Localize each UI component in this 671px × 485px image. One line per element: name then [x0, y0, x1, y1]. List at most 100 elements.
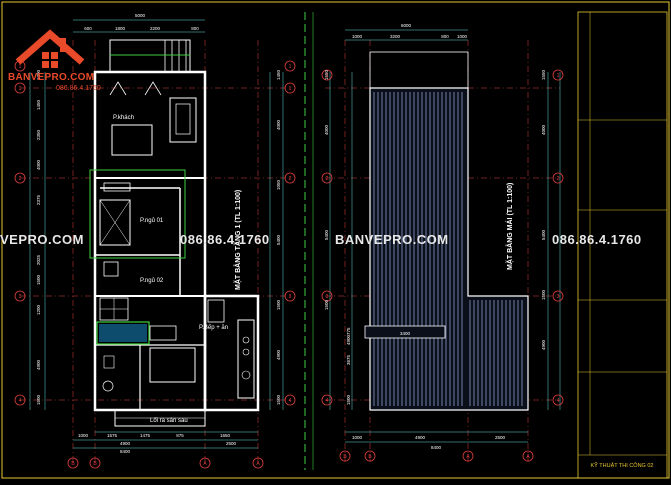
dim-label: 1500 — [36, 274, 41, 285]
dim-label: 1000 — [352, 34, 363, 39]
dim-label: 775 — [346, 327, 351, 335]
dim-label: 1000 — [78, 433, 89, 438]
axis-label: 2 — [289, 176, 292, 182]
dim-label: 3400 — [400, 331, 411, 336]
rear-exit-label: Lối ra sân sau — [150, 418, 188, 424]
dim-label: 1575 — [107, 433, 118, 438]
dim-label: 4000 — [541, 124, 546, 135]
dim-label: 4900 — [276, 349, 281, 360]
dim-label: 1800 — [115, 26, 126, 31]
dim-label: 8400 — [431, 445, 442, 450]
roof-plan-title: MẶT BẰNG MÁI (TL 1:100) — [505, 183, 514, 270]
dim-label: 1200 — [36, 304, 41, 315]
watermark-site-2: BANVEPRO.COM — [335, 232, 449, 247]
dim-label: 4000 — [276, 119, 281, 130]
brand-phone: 086.86.4.1760 — [56, 85, 101, 92]
title-block: KỸ THUẬT THI CÔNG 02 — [577, 11, 668, 479]
axis-label: B — [343, 454, 347, 460]
axis-label: 1 — [326, 73, 329, 79]
dim-label: 1450 — [36, 99, 41, 110]
floor-plan-title: MẶT BẰNG TẦNG 1 (TL 1:100) — [232, 190, 242, 290]
dim-label: 4900 — [120, 441, 131, 446]
dim-label: 1050 — [276, 179, 281, 190]
dim-label: 1000 — [457, 34, 468, 39]
dim-label: 1500 — [346, 394, 351, 405]
axis-label: 2 — [326, 176, 329, 182]
dim-label: 1450 — [276, 69, 281, 80]
dim-label: 6000 — [401, 23, 412, 28]
dim-label: 1000 — [352, 435, 363, 440]
dim-label: 2375 — [36, 194, 41, 205]
axis-label: 4 — [326, 398, 329, 404]
axis-label: A — [526, 454, 530, 460]
dim-label: 2500 — [495, 435, 506, 440]
dim-label: 1475 — [140, 433, 151, 438]
axis-label: A — [203, 461, 207, 467]
brand-logo — [15, 29, 85, 68]
axis-label: 1 — [557, 73, 560, 79]
axis-label: A — [256, 461, 260, 467]
dim-label: 4900 — [415, 435, 426, 440]
dim-label: 2025 — [36, 254, 41, 265]
watermark-site-1: VEPRO.COM — [0, 232, 84, 247]
axis-label: A — [466, 454, 470, 460]
dim-label: 800 — [441, 34, 449, 39]
dim-label: 4900 — [36, 359, 41, 370]
dim-label: 1500 — [276, 299, 281, 310]
room-bedroom-1-label: P.ngủ 01 — [140, 217, 164, 224]
axis-label: 3 — [289, 294, 292, 300]
dim-label: 3200 — [390, 34, 401, 39]
brand-name: BANVEPRO.COM — [8, 72, 95, 83]
dim-label: 4900 — [541, 339, 546, 350]
axis-label: B — [93, 461, 97, 467]
axis-label: 2 — [19, 176, 22, 182]
axis-label: 4 — [19, 398, 22, 404]
room-kitchen-label: P.Bếp + ăn — [199, 325, 228, 331]
dim-label: 3675 — [346, 354, 351, 365]
axis-label: 2 — [557, 176, 560, 182]
watermark-phone-1: 086.86.4.1760 — [180, 232, 270, 247]
room-living-label: P.khách — [113, 115, 134, 121]
roof-plan: MẶT BẰNG MÁI (TL 1:100) 3400 6000 1000 3200 8… — [321, 23, 564, 462]
dim-label: 1550 — [541, 69, 546, 80]
dim-label: 1500 — [541, 289, 546, 300]
dim-label: 4000 — [36, 159, 41, 170]
dim-label: 4000 — [324, 124, 329, 135]
dim-label: 2350 — [36, 129, 41, 140]
dim-label: 5400 — [324, 229, 329, 240]
dim-label: 1500 — [36, 394, 41, 405]
dim-label: 800 — [191, 26, 199, 31]
axis-label: 4 — [557, 398, 560, 404]
title-block-footer: KỸ THUẬT THI CÔNG 02 — [591, 462, 654, 469]
dim-label: 2500 — [226, 441, 237, 446]
dim-label: 1500 — [324, 299, 329, 310]
axis-label: B — [368, 454, 372, 460]
axis-label: 1 — [19, 64, 22, 70]
dim-label: 5000 — [135, 13, 146, 18]
watermark-phone-2: 086.86.4.1760 — [552, 232, 642, 247]
dim-label: 1200 — [36, 69, 41, 80]
dim-label: 5400 — [276, 234, 281, 245]
dim-label: 5400 — [541, 229, 546, 240]
axis-label: 1 — [289, 64, 292, 70]
axis-label: 4 — [289, 398, 292, 404]
dim-label: 2200 — [150, 26, 161, 31]
dim-label: 4900 — [346, 334, 351, 345]
dim-label: 875 — [176, 433, 184, 438]
dim-label: 1500 — [276, 394, 281, 405]
dim-label: 8400 — [120, 449, 131, 454]
dim-label: 600 — [84, 26, 92, 31]
dim-label: 1550 — [324, 69, 329, 80]
axis-label: 3 — [326, 294, 329, 300]
axis-label: 3 — [19, 294, 22, 300]
axis-label: 1 — [19, 86, 22, 92]
axis-label: 1 — [289, 86, 292, 92]
dim-label: 1650 — [220, 433, 231, 438]
room-bedroom-2-label: P.ngủ 02 — [140, 277, 164, 284]
axis-label: 3 — [557, 294, 560, 300]
axis-label: B — [71, 461, 75, 467]
